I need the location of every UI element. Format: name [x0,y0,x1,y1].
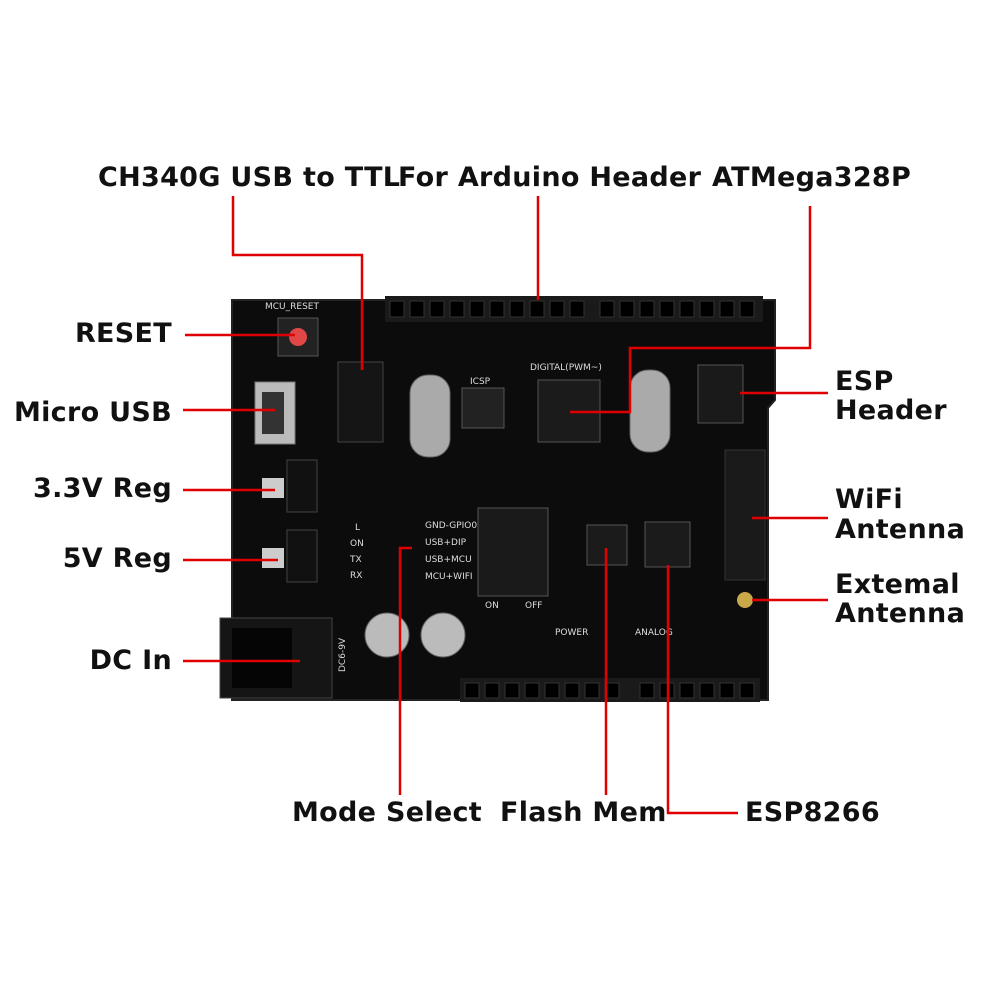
label-esp8266: ESP8266 [745,797,880,828]
label-micro-usb: Micro USB [13,397,172,428]
line-mode [398,546,412,795]
line-ch340g [231,196,364,370]
mode-text-4: MCU+WIFI [425,572,473,582]
label-atmega: ATMega328P [712,162,912,193]
mode-text-1: GND-GPIO0 [425,521,477,531]
label-wifi-1: WiFi [835,484,903,515]
regulator-5v [286,529,318,583]
label-3v3-reg: 3.3V Reg [33,473,172,504]
label-ext-2: Antenna [835,598,966,629]
label-arduino-header: For Arduino Header [398,162,702,193]
led-rx: RX [350,571,362,581]
led-l: L [355,523,360,533]
label-esp-header-1: ESP [835,366,894,397]
esp8266-chip [644,521,691,568]
esp-header-pins [697,364,744,424]
icsp-header [461,387,505,429]
label-flash-mem: Flash Mem [500,797,667,828]
label-wifi-2: Antenna [835,514,966,545]
external-antenna-connector [737,592,753,608]
regulator-3v3 [286,459,318,513]
analog-text: ANALOG [635,628,673,638]
label-ext-1: Extemal [835,569,960,600]
capacitor-1 [364,612,410,658]
line-atmega [570,206,812,414]
power-text: POWER [555,628,588,638]
led-tx: TX [349,555,362,565]
label-esp-header-2: Header [835,395,947,426]
off-text: OFF [525,601,542,611]
digital-text: DIGITAL(PWM~) [530,363,602,373]
icsp-text: ICSP [470,377,491,387]
ch340g-chip [337,361,384,443]
label-mode-select: Mode Select [292,797,482,828]
mcu-reset-text: MCU_RESET [265,302,319,312]
label-5v-reg: 5V Reg [62,543,172,574]
mode-text-3: USB+MCU [425,555,472,565]
line-esp8266 [666,565,738,815]
label-dc-in: DC In [89,645,172,676]
led-on: ON [350,539,364,549]
capacitor-2 [420,612,466,658]
mode-text-2: USB+DIP [425,538,467,548]
dip-switch [477,507,549,597]
dc-text: DC6-9V [338,637,348,672]
crystal-2 [629,369,671,453]
label-reset: RESET [74,318,172,349]
label-ch340g: CH340G USB to TTL [98,162,401,193]
crystal-1 [409,374,451,458]
wifi-antenna [724,449,766,581]
on-text: ON [485,601,499,611]
